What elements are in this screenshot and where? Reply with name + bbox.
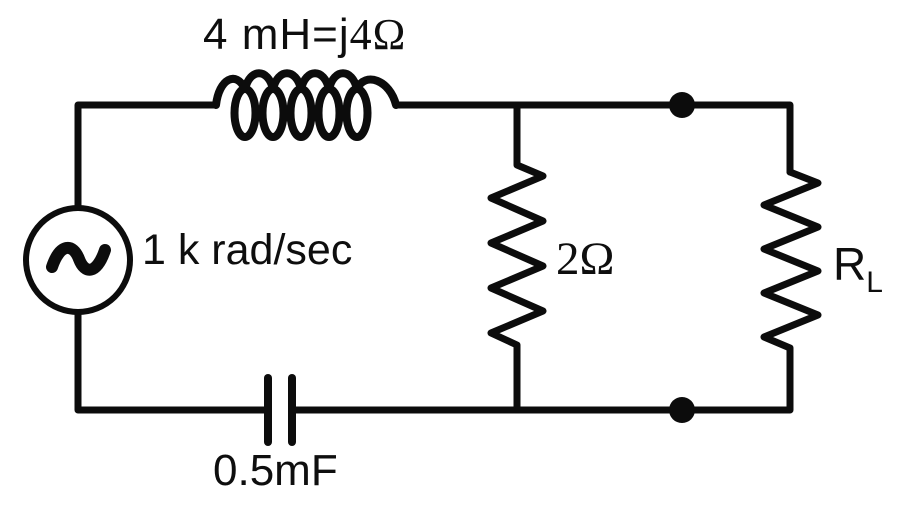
- terminal-node-top: [669, 92, 695, 118]
- wire-bottom-left: [74, 308, 270, 414]
- load-resistor-label: RL: [833, 241, 883, 298]
- resistor-zigzag-icon-load: [292, 168, 822, 414]
- inductor-loop: [230, 85, 260, 141]
- wire-top-right: [392, 101, 794, 176]
- wire-top-left: [74, 101, 220, 212]
- capacitor-icon: [264, 374, 296, 446]
- sine-tilde-icon: [46, 242, 111, 276]
- ac-voltage-source-icon: [23, 205, 133, 315]
- mid-resistor-label: 2Ω: [556, 233, 615, 285]
- inductor-label-prefix: 4 mH=j: [203, 10, 350, 59]
- inductor-loop: [258, 85, 288, 141]
- load-resistor-symbol-letter: R: [833, 238, 867, 290]
- source-frequency-label: 1 k rad/sec: [142, 226, 353, 274]
- inductor-label-impedance: 4Ω: [349, 10, 407, 59]
- inductor-loop: [342, 85, 372, 141]
- capacitor-label: 0.5mF: [213, 446, 338, 495]
- inductor-coil-icon: [212, 69, 400, 141]
- terminal-node-bottom: [669, 397, 695, 423]
- inductor-loop: [314, 85, 344, 141]
- load-resistor-subscript: L: [866, 266, 883, 299]
- inductor-loop: [286, 85, 316, 141]
- resistor-zigzag-icon-mid: [487, 101, 547, 414]
- inductor-label: 4 mH=j4Ω: [203, 13, 406, 57]
